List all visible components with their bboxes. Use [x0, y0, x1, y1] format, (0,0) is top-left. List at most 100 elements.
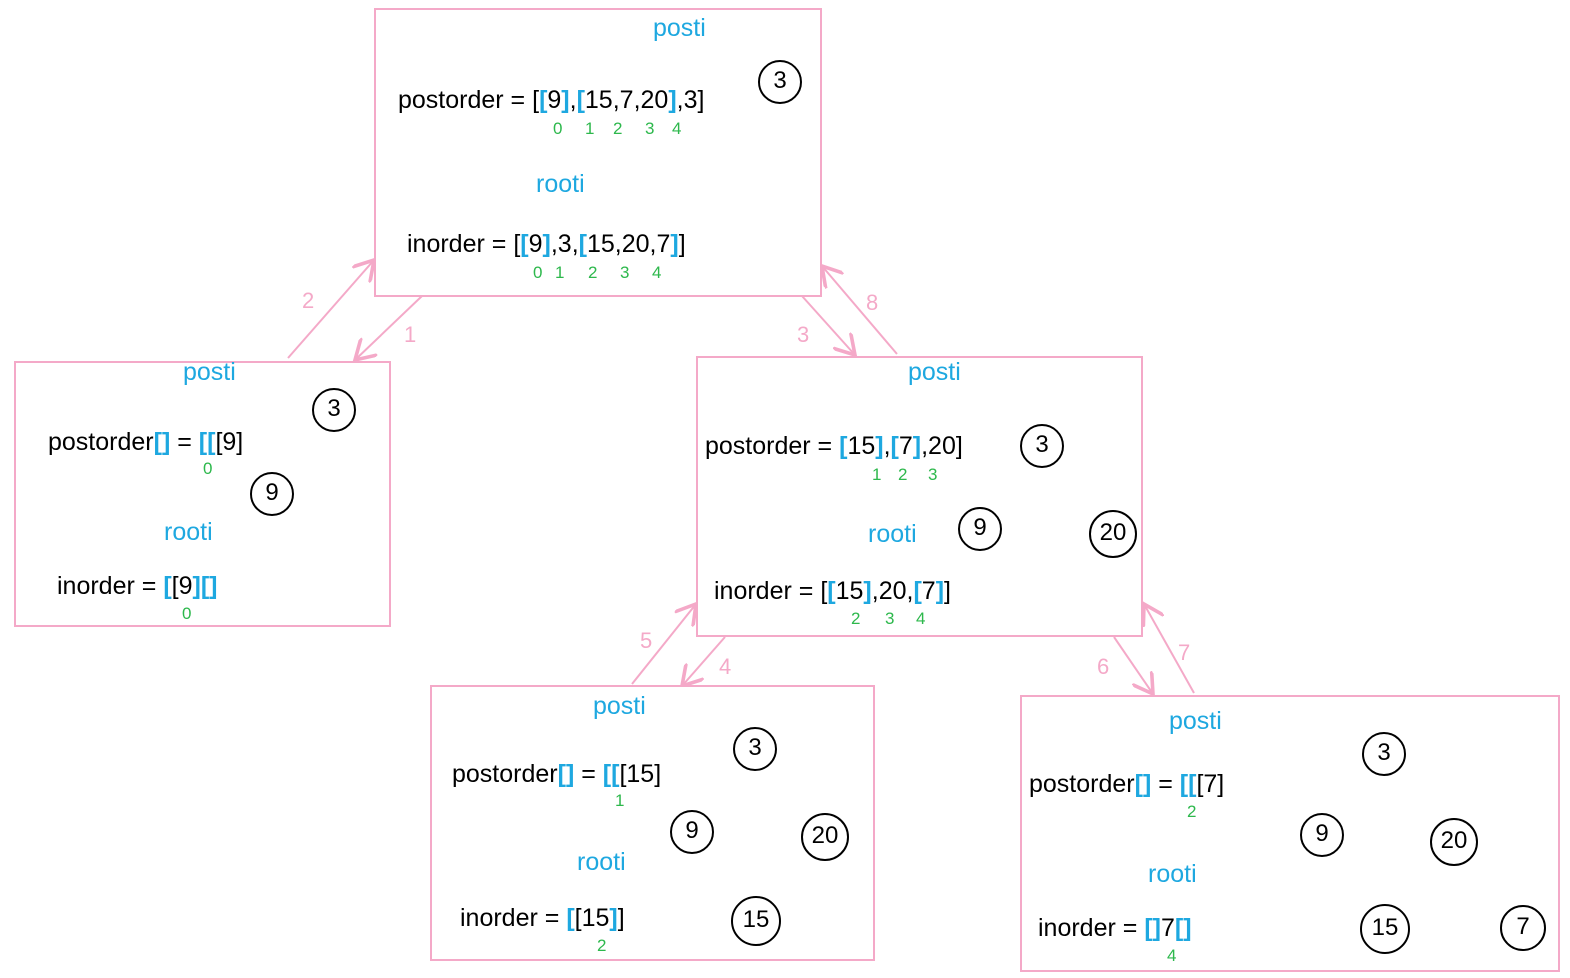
array-value: 7: [619, 86, 634, 114]
inorder-array: inorder = [[9][]: [57, 572, 218, 600]
panel-bottom-left: [430, 685, 875, 961]
return-arrow-5: [631, 604, 696, 685]
array-value: 3: [557, 230, 572, 258]
return-arrow-7: [1144, 604, 1195, 694]
posti-label: posti: [1169, 707, 1222, 735]
array-index: 2: [898, 465, 908, 484]
step-label: 7: [1178, 640, 1191, 665]
inorder-array: inorder = [[15],20,[7]]: [714, 577, 951, 605]
postorder-label: postorder: [452, 760, 558, 788]
step-label: 8: [866, 290, 879, 315]
inorder-array: inorder = [[9],3,[15,20,7]]: [407, 230, 686, 258]
panel-top: [374, 8, 822, 297]
rooti-label: rooti: [868, 520, 917, 548]
postorder-array: postorder[] = [[[7]: [1029, 770, 1225, 798]
array-value: 15: [835, 577, 864, 605]
rooti-label: rooti: [577, 848, 626, 876]
array-index: 1: [585, 119, 595, 138]
array-index: 4: [672, 119, 682, 138]
tree-node: 9: [250, 472, 294, 516]
rooti-label: rooti: [1148, 860, 1197, 888]
posti-label: posti: [908, 358, 961, 386]
array-value: 20: [621, 230, 650, 258]
array-value: 7: [921, 577, 936, 605]
array-index: 0: [203, 459, 213, 478]
inorder-label: inorder =: [460, 904, 567, 932]
array-index: 4: [652, 263, 662, 282]
array-value: 15: [584, 86, 613, 114]
step-label: 3: [797, 322, 810, 347]
return-arrow-8: [822, 266, 898, 355]
panel-middle: [696, 356, 1143, 637]
inorder-label: inorder =: [714, 577, 821, 605]
tree-node: 3: [1020, 424, 1064, 468]
step-label: 4: [719, 654, 732, 679]
tree-node: 20: [801, 813, 849, 861]
array-value: 9: [528, 230, 543, 258]
array-index: 2: [588, 263, 598, 282]
tree-node: 7: [1500, 905, 1546, 951]
array-index: 2: [613, 119, 623, 138]
postorder-array: postorder = [[9],[15,7,20],3]: [398, 86, 705, 114]
array-index: 4: [916, 609, 926, 628]
inorder-label: inorder =: [407, 230, 514, 258]
postorder-label: postorder: [1029, 770, 1135, 798]
array-index: 3: [620, 263, 630, 282]
array-value: 7: [1203, 770, 1218, 798]
tree-node: 20: [1430, 818, 1478, 866]
call-arrow-4: [682, 636, 726, 686]
array-index: 1: [872, 465, 882, 484]
array-index: 1: [555, 263, 565, 282]
rooti-label: rooti: [536, 170, 585, 198]
inorder-label: inorder =: [57, 572, 164, 600]
step-label: 1: [404, 322, 417, 347]
array-index: 4: [1167, 946, 1177, 965]
call-arrow-3: [801, 295, 855, 355]
tree-node: 15: [731, 896, 781, 946]
inorder-array: inorder = []7[]: [1038, 914, 1192, 942]
rooti-label: rooti: [164, 518, 213, 546]
array-value: 15: [847, 432, 876, 460]
step-label: 5: [640, 628, 653, 653]
posti-label: posti: [183, 358, 236, 386]
posti-label: posti: [653, 14, 706, 42]
array-index: 2: [851, 609, 861, 628]
array-index: 0: [182, 604, 192, 623]
array-index: 3: [928, 465, 938, 484]
postorder-array: postorder[] = [[[15]: [452, 760, 662, 788]
array-value: 15: [626, 760, 655, 788]
call-arrow-6: [1113, 636, 1153, 694]
array-index: 2: [597, 936, 607, 955]
tree-node: 3: [733, 727, 777, 771]
array-value: 15: [586, 230, 615, 258]
inorder-array: inorder = [[15]]: [460, 904, 625, 932]
array-index: 3: [645, 119, 655, 138]
array-index: 0: [533, 263, 543, 282]
array-value: 7: [656, 230, 671, 258]
array-value: 7: [898, 432, 913, 460]
postorder-label: postorder: [48, 428, 154, 456]
array-value: 9: [178, 572, 193, 600]
array-value: 9: [547, 86, 562, 114]
array-value: 3: [683, 86, 698, 114]
array-value: 7: [1160, 914, 1175, 942]
tree-node: 9: [1300, 813, 1344, 857]
call-arrow-1: [355, 295, 423, 360]
tree-node: 3: [1362, 732, 1406, 776]
array-value: 20: [928, 432, 956, 460]
tree-node: 3: [312, 388, 356, 432]
tree-node: 20: [1089, 510, 1137, 558]
array-value: 15: [581, 904, 610, 932]
postorder-label: postorder =: [398, 86, 533, 114]
array-index: 0: [553, 119, 563, 138]
tree-node: 15: [1360, 904, 1410, 954]
inorder-label: inorder =: [1038, 914, 1145, 942]
posti-label: posti: [593, 692, 646, 720]
array-index: 1: [615, 791, 625, 810]
array-value: 9: [222, 428, 237, 456]
step-label: 6: [1097, 654, 1110, 679]
postorder-label: postorder =: [705, 432, 840, 460]
array-index: 2: [1187, 802, 1197, 821]
return-arrow-2: [287, 260, 374, 359]
